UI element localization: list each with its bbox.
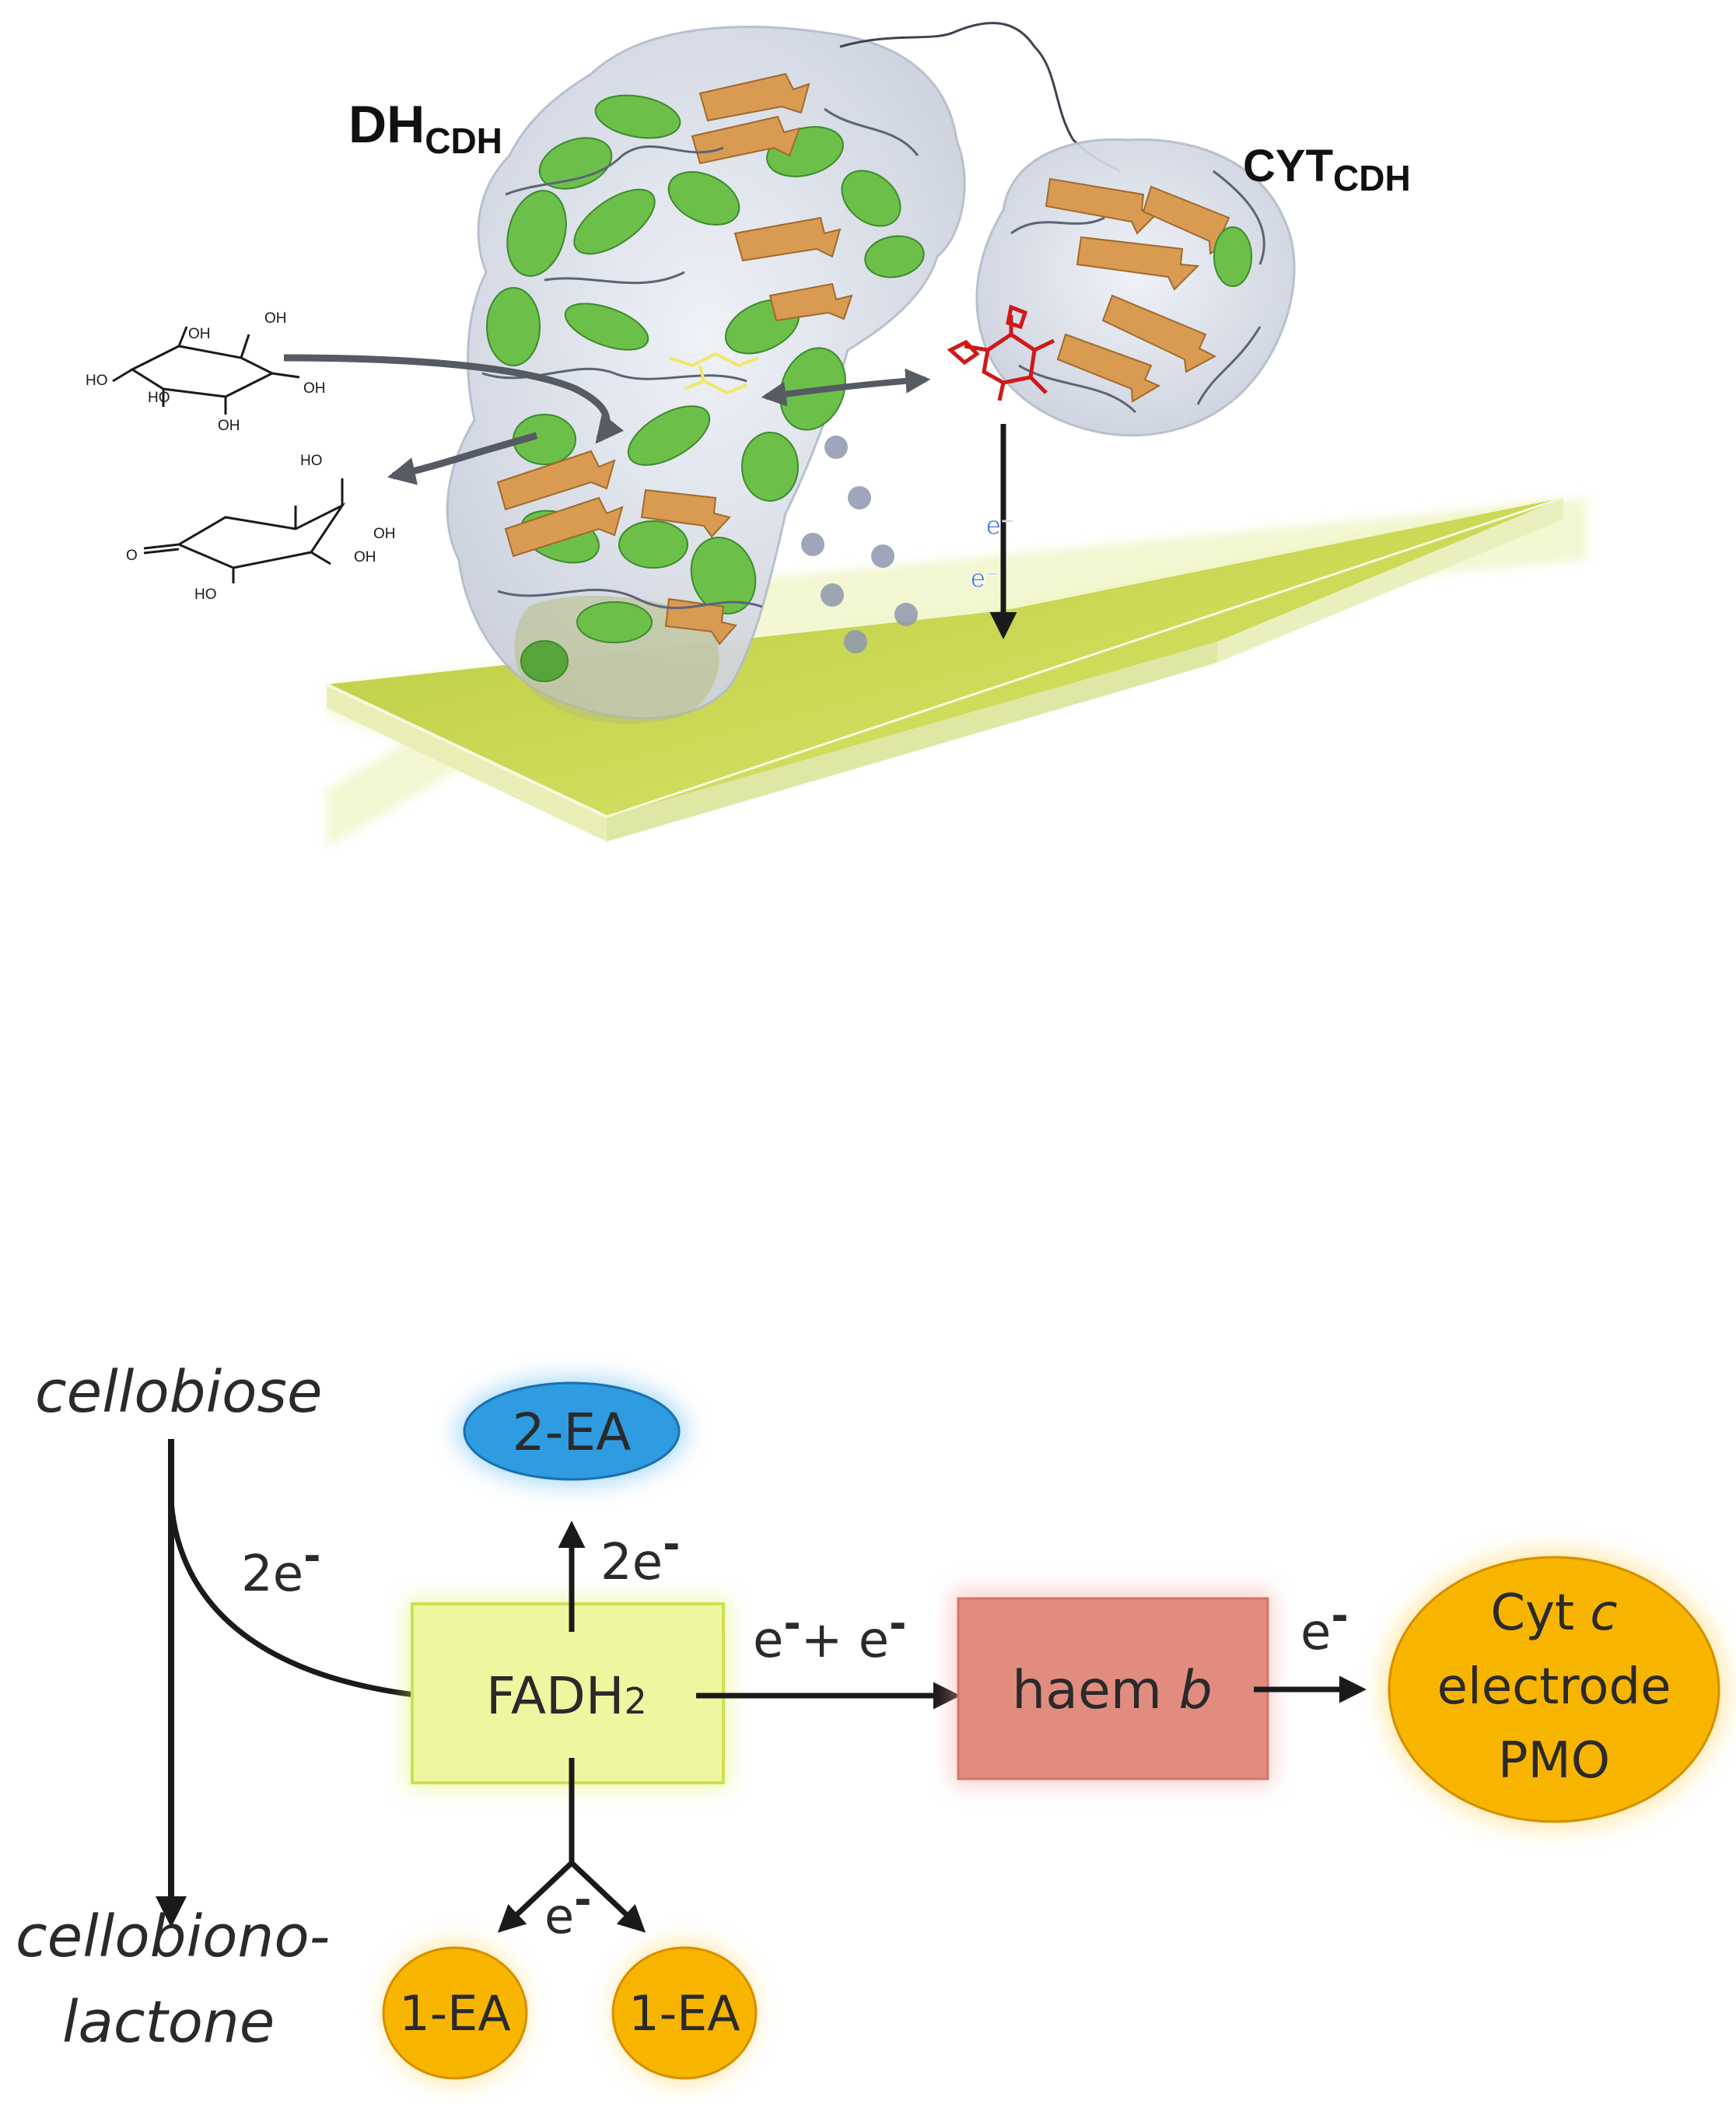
glucose-label: HO	[148, 390, 170, 406]
acceptor-2ea-label: 2-EA	[513, 1402, 632, 1462]
cyt-helix	[1213, 226, 1252, 287]
cyt-c-line3: PMO	[1498, 1732, 1610, 1790]
cellobionolactone-line2: lactone	[62, 1989, 275, 2056]
cyt-c-line2: electrode	[1437, 1658, 1671, 1716]
interdomain-transfer-arrow	[761, 368, 931, 407]
lactone-structure: HO O OH OH HO	[126, 453, 396, 603]
haem-label: haem b	[1012, 1660, 1213, 1721]
acceptor-1ea-left-label: 1-EA	[399, 1985, 510, 2042]
acceptor-2ea	[463, 1381, 681, 1481]
dh-domain	[446, 26, 966, 724]
two-electron-up-label: 2e-	[600, 1520, 681, 1591]
fad-label: FADH2	[486, 1666, 647, 1726]
lactone-label: OH	[354, 549, 376, 565]
heme-cofactor	[947, 304, 1055, 401]
cyt-sheets	[1045, 177, 1239, 403]
electron-sum-label: e-+ e-	[753, 1599, 907, 1669]
cyt-domain	[947, 138, 1296, 437]
dh-label-sub: CDH	[425, 121, 502, 161]
svg-text:CYTCDH: CYTCDH	[1243, 141, 1411, 198]
cyt-label: CYTCDH	[1243, 141, 1411, 198]
dh-sheets	[496, 72, 853, 646]
lactone-label: HO	[300, 453, 323, 469]
lactone-label: O	[126, 548, 138, 564]
lactone-label: HO	[194, 586, 217, 603]
substrate-entry-arrow	[283, 354, 625, 444]
haem-out-electron-label: e-	[1300, 1591, 1349, 1661]
structure-arrows: e⁻ e⁻	[283, 354, 1017, 639]
cellobiose-label: cellobiose	[35, 1359, 323, 1426]
fork-left-arrow	[497, 1861, 574, 1933]
dh-label: DHCDH	[348, 95, 502, 161]
cyt-label-main: CYT	[1243, 141, 1333, 191]
haem-box	[957, 1597, 1269, 1780]
glucose-label: OH	[303, 380, 326, 397]
acceptor-1ea-right	[611, 1946, 758, 2080]
electron-label-1: e⁻	[986, 511, 1015, 541]
electrode-plate	[326, 496, 1587, 848]
glucose-structure: OH HO HO OH OH OH	[86, 310, 326, 434]
acceptor-1ea-left	[382, 1946, 528, 2080]
acceptor-1ea-right-label: 1-EA	[628, 1985, 740, 2042]
svg-text:DHCDH: DHCDH	[348, 95, 502, 161]
fad-box	[411, 1602, 725, 1784]
cyt-c-line1: Cyt c	[1490, 1584, 1617, 1642]
dh-loops	[481, 107, 919, 610]
structure-panel: e⁻ e⁻ DHCDH CYTCDH OH HO HO OH OH OH	[86, 22, 1587, 848]
lactone-label: OH	[373, 526, 396, 542]
glucose-label: OH	[218, 418, 240, 434]
two-electron-left-label: 2e-	[241, 1532, 321, 1603]
product-exit-arrow	[387, 432, 538, 485]
dh-label-main: DH	[348, 95, 425, 154]
scheme-panel: cellobiose 2e- cellobiono- lactone FADH2…	[16, 1359, 1727, 2085]
fad-cofactor	[668, 352, 759, 395]
split-electron-label: e-	[544, 1875, 592, 1945]
electron-label-2: e⁻	[971, 564, 999, 593]
cyt-label-sub: CDH	[1333, 158, 1411, 198]
glucose-label: OH	[264, 310, 287, 327]
glucose-label: OH	[188, 326, 211, 342]
glucose-label: HO	[86, 373, 108, 389]
cyt-c-acceptor	[1388, 1556, 1720, 1823]
cellobionolactone-line1: cellobiono-	[16, 1903, 330, 1970]
cellobiose-to-fad-curve	[168, 1500, 467, 1703]
fork-right-arrow	[569, 1861, 646, 1933]
diffusion-dots	[801, 436, 918, 653]
